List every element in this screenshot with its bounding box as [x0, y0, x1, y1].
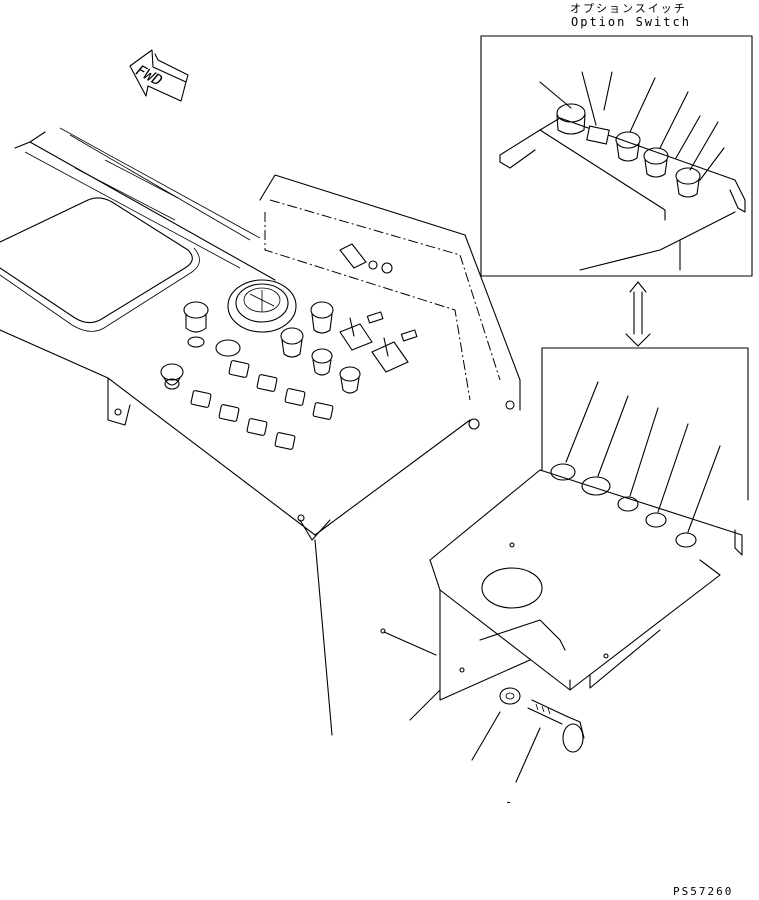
push-button-row	[190, 360, 334, 450]
toggle-switch-icon	[371, 337, 409, 373]
rotary-knob-icon	[339, 366, 361, 394]
console-panel	[0, 127, 521, 736]
option-switch-knob-icon	[615, 131, 641, 162]
drawing-code: PS57260	[673, 885, 734, 898]
rotary-knob-icon	[310, 301, 334, 334]
washer-icon	[471, 687, 521, 761]
part-marker: -	[505, 795, 513, 809]
option-key-switch-icon	[556, 103, 586, 135]
option-switch-knob-icon	[643, 147, 669, 178]
option-switch-title-jp: オプションスイッチ	[570, 2, 687, 15]
option-switch-title-en: Option Switch	[571, 15, 691, 29]
option-switch-detail	[480, 35, 753, 277]
swap-arrow-icon	[625, 281, 651, 347]
gauge-cluster	[227, 279, 297, 333]
key-switch-icon	[183, 301, 209, 348]
indicator-lamp-icon	[339, 243, 393, 274]
bolt-icon	[515, 699, 585, 783]
rotary-knob-icon	[311, 348, 333, 376]
option-switch-knob-icon	[675, 167, 701, 198]
bracket-detail	[380, 347, 749, 721]
toggle-switch-icon	[339, 317, 373, 351]
rotary-knob-icon	[280, 327, 304, 358]
lever-knob-icon	[160, 363, 184, 390]
console-switches	[160, 243, 418, 394]
fwd-arrow-icon	[129, 49, 189, 102]
